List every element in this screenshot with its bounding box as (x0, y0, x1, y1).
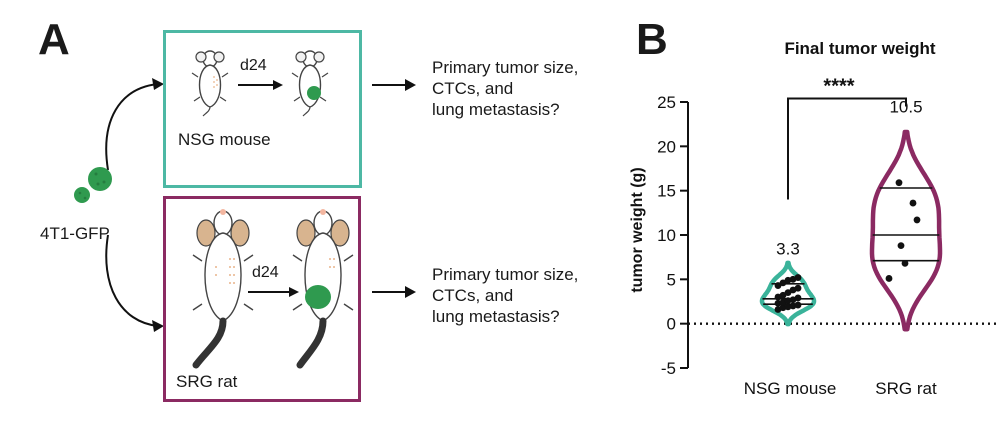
mean-label: 3.3 (776, 240, 800, 259)
y-tick-label: 10 (657, 226, 676, 245)
rat-outcome-arrow (372, 286, 416, 298)
data-point (779, 279, 787, 287)
data-point (897, 242, 905, 250)
data-point (794, 274, 802, 281)
violin-body (869, 129, 943, 332)
significance-stars: **** (823, 75, 854, 97)
rat-caption: SRG rat (176, 372, 238, 391)
tumor-weight-violin-chart: Final tumor weight tumor weight (g) -5 0 5… (629, 39, 996, 398)
data-point (774, 282, 782, 289)
rat-timeline-arrow (248, 287, 299, 297)
data-point (885, 275, 893, 282)
mouse-icon (191, 50, 229, 117)
rat-question: Primary tumor size, CTCs, and lung metas… (432, 264, 578, 327)
branch-arrows (105, 78, 164, 332)
question-line: Primary tumor size, (432, 265, 579, 284)
mouse-question: Primary tumor size, CTCs, and lung metas… (432, 57, 578, 120)
data-point (895, 179, 903, 187)
question-line: CTCs, and (432, 79, 514, 98)
y-tick-label: -5 (661, 359, 676, 378)
gfp-cells-icon (74, 167, 112, 203)
rat-box: d24 SRG rat (163, 196, 361, 402)
data-point (794, 301, 802, 309)
mouse-outcome-arrow (372, 79, 416, 91)
data-point (779, 291, 787, 299)
mouse-timepoint: d24 (240, 57, 267, 74)
panel-b-label: B (636, 15, 668, 64)
mouse-with-tumor-icon (291, 50, 329, 117)
rat-icon (192, 209, 254, 369)
rat-timepoint: d24 (252, 264, 279, 281)
x-tick-label: NSG mouse (744, 379, 837, 398)
data-point (909, 199, 917, 207)
question-line: lung metastasis? (432, 307, 560, 326)
panel-a-label: A (38, 15, 70, 64)
data-point (794, 294, 802, 302)
y-tick-label: 15 (657, 182, 676, 201)
data-point (794, 284, 802, 292)
x-tick-label: SRG rat (875, 379, 937, 398)
y-tick-label: 25 (657, 93, 676, 112)
rat-with-tumor-icon (292, 209, 354, 369)
y-axis-label: tumor weight (g) (629, 167, 646, 292)
question-line: lung metastasis? (432, 100, 560, 119)
mean-label: 10.5 (889, 98, 922, 117)
chart-title: Final tumor weight (784, 39, 935, 58)
mouse-timeline-arrow (238, 80, 283, 90)
y-tick-label: 5 (667, 270, 676, 289)
cell-line-label: 4T1-GFP (40, 224, 110, 243)
question-line: Primary tumor size, (432, 58, 579, 77)
data-point (784, 289, 792, 297)
data-point (901, 259, 909, 267)
data-point (913, 216, 921, 224)
question-line: CTCs, and (432, 286, 514, 305)
mouse-box: d24 NSG mouse (163, 30, 362, 188)
mouse-caption: NSG mouse (178, 130, 271, 149)
y-tick-label: 0 (667, 315, 676, 334)
y-tick-label: 20 (657, 137, 676, 156)
significance-bracket (787, 97, 907, 200)
